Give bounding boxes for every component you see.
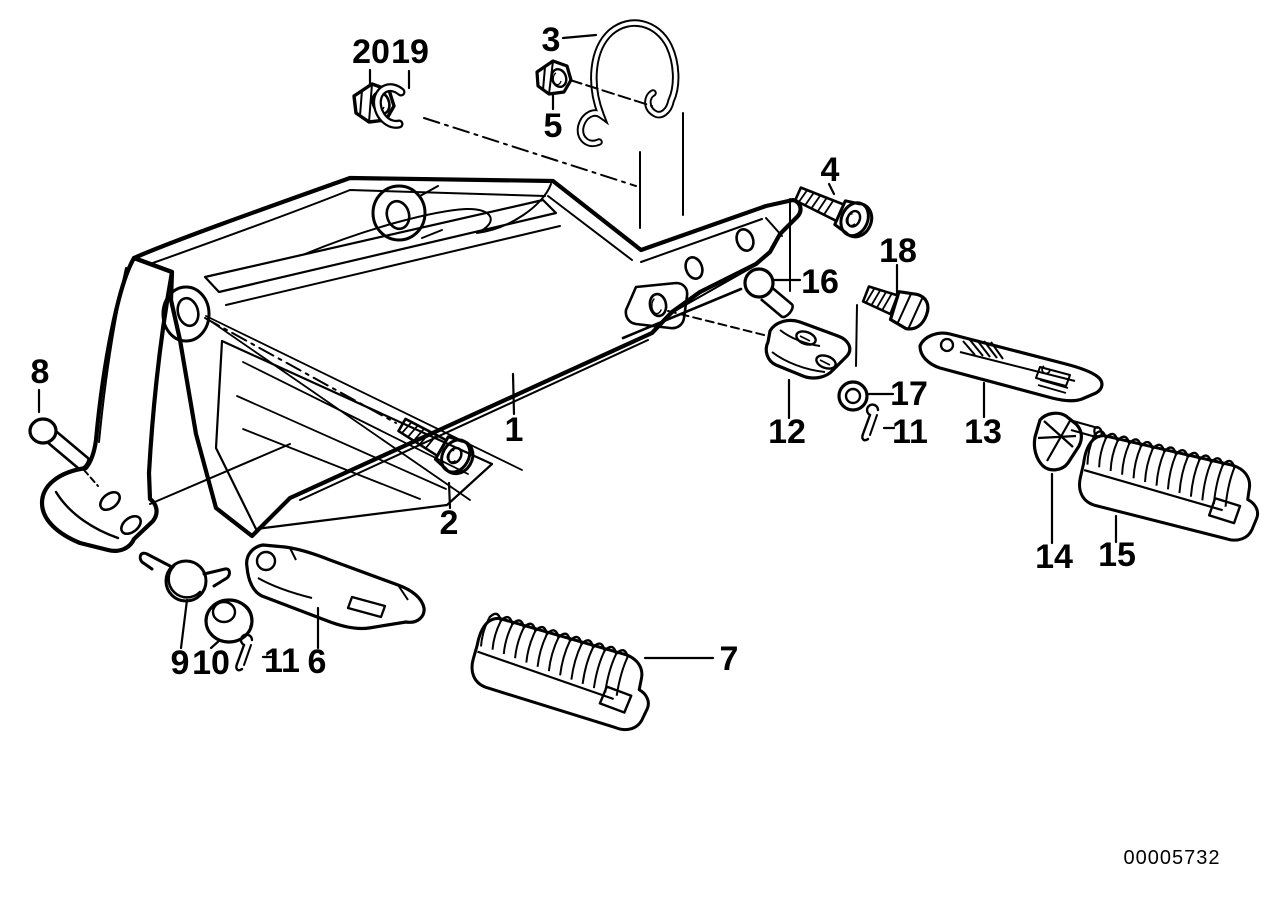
callout-18: 18 [879,232,917,270]
callout-14: 14 [1035,538,1073,576]
callout-1: 1 [505,411,524,449]
part-rubber-footrest-7 [470,612,650,732]
callout-13: 13 [964,413,1002,451]
callout-10: 10 [192,644,230,682]
part-spring-washer-19 [372,83,406,129]
part-footrest-mounting-plate [39,175,803,553]
callout-20: 20 [352,33,390,71]
part-rubber-footrest-15 [1078,430,1260,542]
callout-9: 9 [171,644,190,682]
callout-4: 4 [821,151,840,189]
callout-15: 15 [1098,536,1136,574]
part-footpeg-holder-6 [245,543,426,631]
part-pivot-bracket-12 [764,318,852,380]
callout-6: 6 [308,643,327,681]
callout-8: 8 [31,353,50,391]
callout-16: 16 [801,263,839,301]
part-ball-pin-16 [743,267,794,319]
callout-5: 5 [544,107,563,145]
part-washer-17 [837,380,869,412]
part-wire-clip-3 [576,19,680,148]
callout-12: 12 [768,413,806,451]
part-end-cap-14 [1032,411,1103,472]
callout-11-right: 11 [892,413,928,451]
part-shoulder-bolt-18 [861,285,930,331]
part-footpeg-arm-13 [918,331,1104,403]
callout-17: 17 [890,375,928,413]
part-bushing-10 [204,598,254,644]
part-cotter-pin-11-right [861,403,880,442]
part-clevis-pin-8 [28,417,90,471]
callout-2: 2 [440,504,459,542]
drawing-number: 00005732 [1124,847,1221,869]
part-hex-nut-5 [535,59,573,96]
callout-7: 7 [720,640,739,678]
part-cotter-pin-11-left [235,633,254,672]
callout-labels: 1 2 3 4 5 6 7 8 9 10 11 12 13 14 15 16 1… [31,21,1136,682]
callout-3: 3 [542,21,561,59]
callout-19: 19 [391,33,429,71]
part-socket-bolt-2 [397,417,475,476]
leader-lines [37,33,1118,660]
callout-11-left: 11 [264,642,300,680]
part-socket-bolt-4 [793,186,874,239]
